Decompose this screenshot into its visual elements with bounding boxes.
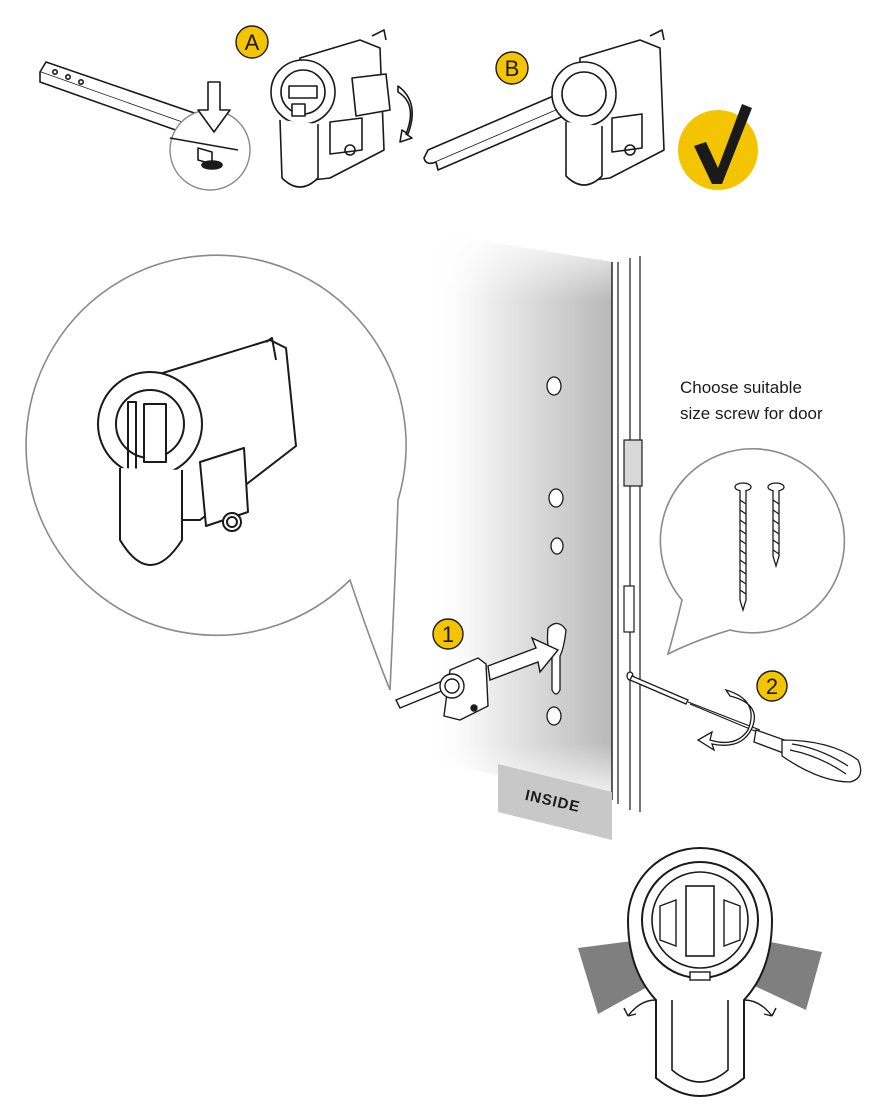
step-a-badge: A [236, 26, 268, 58]
rotate-arrow-icon [698, 690, 754, 750]
step-1-label: 1 [442, 622, 454, 647]
cylinder-a [271, 30, 390, 187]
cylinder-detail-bubble [26, 255, 406, 690]
step-2-label: 2 [766, 674, 778, 699]
rotate-left-arrow-icon [624, 1000, 656, 1016]
rotate-arrow-icon [398, 86, 412, 142]
screw-note-line1: Choose suitable [680, 378, 802, 397]
cylinder-front-view [578, 848, 822, 1096]
step-2-badge: 2 [757, 671, 787, 701]
step-a-label: A [245, 30, 260, 55]
step-1-badge: 1 [433, 619, 463, 649]
cylinder-b [552, 30, 664, 185]
rotate-right-arrow-icon [744, 1000, 776, 1016]
step-b-illustration [424, 30, 664, 185]
screws-bubble [660, 449, 844, 654]
screwdriver-illustration [627, 672, 861, 782]
step-a-illustration [40, 30, 412, 190]
door-panel [428, 232, 642, 812]
screw-note-line2: size screw for door [680, 404, 823, 423]
check-icon [678, 104, 758, 190]
step-b-badge: B [496, 52, 528, 84]
step-b-label: B [505, 56, 520, 81]
